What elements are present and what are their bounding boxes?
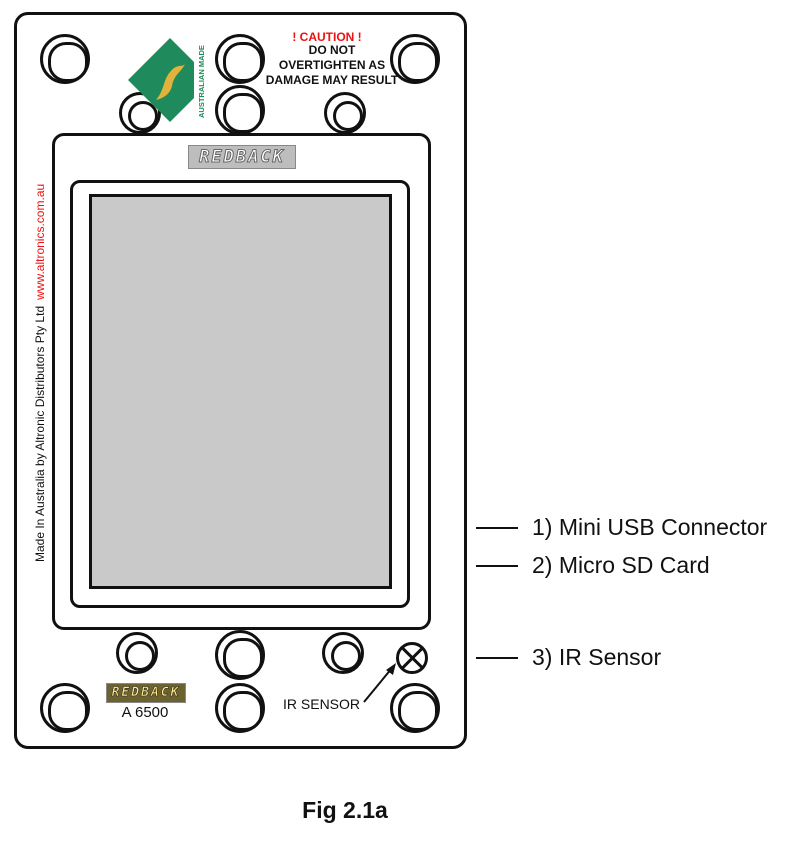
mount-screw-bottom-left xyxy=(40,683,90,733)
made-in-label: Made In Australia by Altronic Distributo… xyxy=(33,305,47,562)
brand-logo-bottom: REDBACK xyxy=(106,683,186,703)
ir-sensor-label: IR SENSOR xyxy=(283,696,361,712)
mount-screw-top-center xyxy=(215,34,265,84)
ir-pointer-arrow xyxy=(363,663,396,703)
leader-line xyxy=(476,527,518,529)
ir-sensor-icon xyxy=(396,642,428,674)
logo-text: AUSTRALIAN MADE xyxy=(197,45,206,118)
leader-line xyxy=(476,657,518,659)
callout-label: 2) Micro SD Card xyxy=(532,552,710,578)
brand-logo-top: REDBACK xyxy=(188,145,296,169)
lcd-screen xyxy=(89,194,392,589)
caution-warning: DO NOT OVERTIGHTEN AS DAMAGE MAY RESULT xyxy=(262,43,402,88)
caution-title: ! CAUTION ! xyxy=(292,30,362,44)
mount-screw-bottom-center xyxy=(215,683,265,733)
mount-screw-upper-right xyxy=(324,92,366,134)
callout-label: 3) IR Sensor xyxy=(532,644,662,670)
mount-screw-lower-left xyxy=(116,632,158,674)
figure-caption: Fig 2.1a xyxy=(302,797,388,823)
model-number: A 6500 xyxy=(121,704,169,721)
mount-screw-top-right xyxy=(390,34,440,84)
mount-screw-upper-center xyxy=(215,85,265,135)
caution-line: DAMAGE MAY RESULT xyxy=(265,73,399,87)
caution-line: OVERTIGHTEN AS xyxy=(278,58,386,72)
callout-label: 1) Mini USB Connector xyxy=(532,514,768,540)
leader-line xyxy=(476,565,518,567)
mount-screw-bottom-right xyxy=(390,683,440,733)
mount-screw-top-left xyxy=(40,34,90,84)
mount-screw-lower-right xyxy=(322,632,364,674)
mount-screw-lower-center xyxy=(215,630,265,680)
manufacturer-text: Made In Australia by Altronic Distributo… xyxy=(33,184,47,562)
australian-made-logo: AUSTRALIAN MADE xyxy=(128,38,212,122)
caution-line: DO NOT xyxy=(308,43,356,57)
display-frame xyxy=(70,180,410,608)
website-label: www.altronics.com.au xyxy=(33,183,47,300)
